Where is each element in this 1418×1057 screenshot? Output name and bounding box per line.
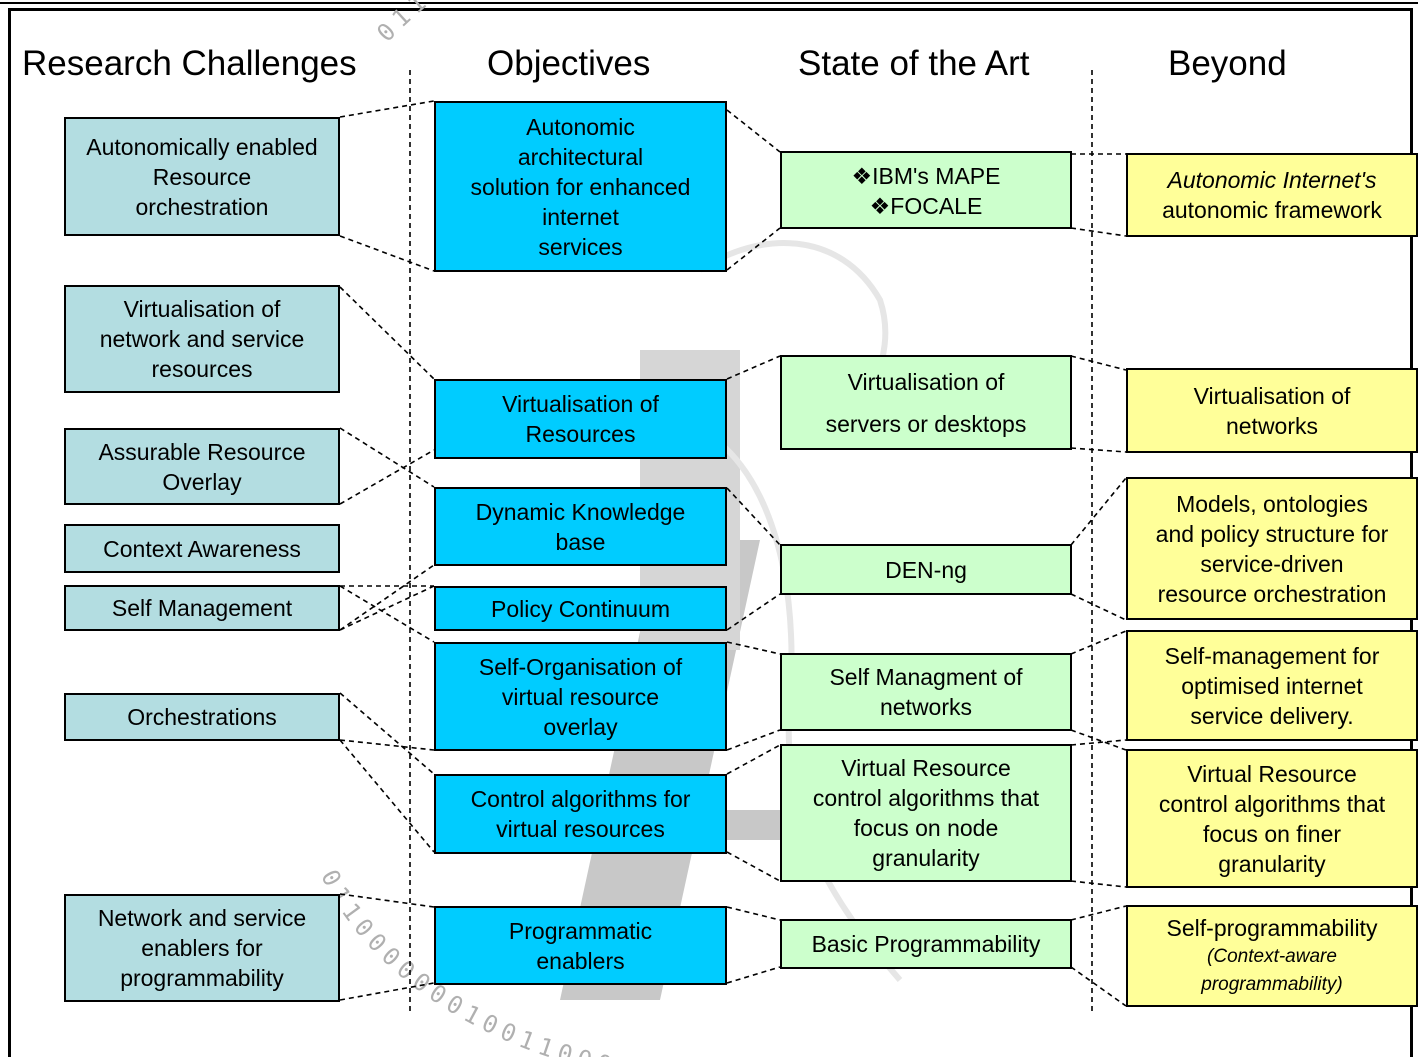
research-context-awareness: Context Awareness: [64, 524, 340, 573]
state-den-ng: DEN-ng: [780, 544, 1072, 595]
objective-policy-continuum: Policy Continuum: [434, 586, 727, 631]
objective-autonomic-architecture: Autonomic architectural solution for enh…: [434, 101, 727, 272]
research-virtualisation: Virtualisation of network and service re…: [64, 285, 340, 393]
state-virtualisation-servers: Virtualisation of servers or desktops: [780, 355, 1072, 450]
header-objectives: Objectives: [487, 44, 651, 83]
state-basic-programmability: Basic Programmability: [780, 919, 1072, 969]
beyond-virtualisation-networks: Virtualisation of networks: [1126, 368, 1418, 453]
research-orchestrations: Orchestrations: [64, 693, 340, 741]
research-programmability-enablers: Network and service enablers for program…: [64, 894, 340, 1002]
state-mape-focale: ❖IBM's MAPE ❖FOCALE: [780, 151, 1072, 229]
objective-control-algorithms: Control algorithms for virtual resources: [434, 774, 727, 854]
research-assurable-overlay: Assurable Resource Overlay: [64, 428, 340, 505]
research-self-management: Self Management: [64, 585, 340, 631]
objective-knowledge-base: Dynamic Knowledge base: [434, 487, 727, 566]
beyond-virtual-resource-control: Virtual Resource control algorithms that…: [1126, 749, 1418, 888]
beyond-autonomic-framework-line1: Autonomic Internet's: [1167, 167, 1377, 193]
beyond-autonomic-framework-line2: autonomic framework: [1162, 197, 1382, 223]
state-virtual-resource-control: Virtual Resource control algorithms that…: [780, 744, 1072, 882]
objective-virtualisation-resources: Virtualisation of Resources: [434, 379, 727, 459]
beyond-self-management-delivery: Self-management for optimised internet s…: [1126, 630, 1418, 741]
objective-programmatic-enablers: Programmatic enablers: [434, 906, 727, 985]
beyond-self-programmability-note: (Context-aware programmability): [1201, 946, 1343, 995]
beyond-models-ontologies: Models, ontologies and policy structure …: [1126, 477, 1418, 620]
state-self-management-networks: Self Managment of networks: [780, 653, 1072, 731]
research-autonomic-orchestration: Autonomically enabled Resource orchestra…: [64, 117, 340, 236]
beyond-self-programmability: Self-programmability (Context-aware prog…: [1126, 905, 1418, 1007]
beyond-self-programmability-title: Self-programmability: [1166, 915, 1378, 941]
header-state-of-the-art: State of the Art: [798, 44, 1030, 83]
top-rule: [0, 2, 1418, 4]
beyond-autonomic-framework: Autonomic Internet's autonomic framework: [1126, 153, 1418, 237]
objective-self-organisation: Self-Organisation of virtual resource ov…: [434, 642, 727, 751]
header-research-challenges: Research Challenges: [22, 44, 357, 83]
header-beyond: Beyond: [1168, 44, 1287, 83]
